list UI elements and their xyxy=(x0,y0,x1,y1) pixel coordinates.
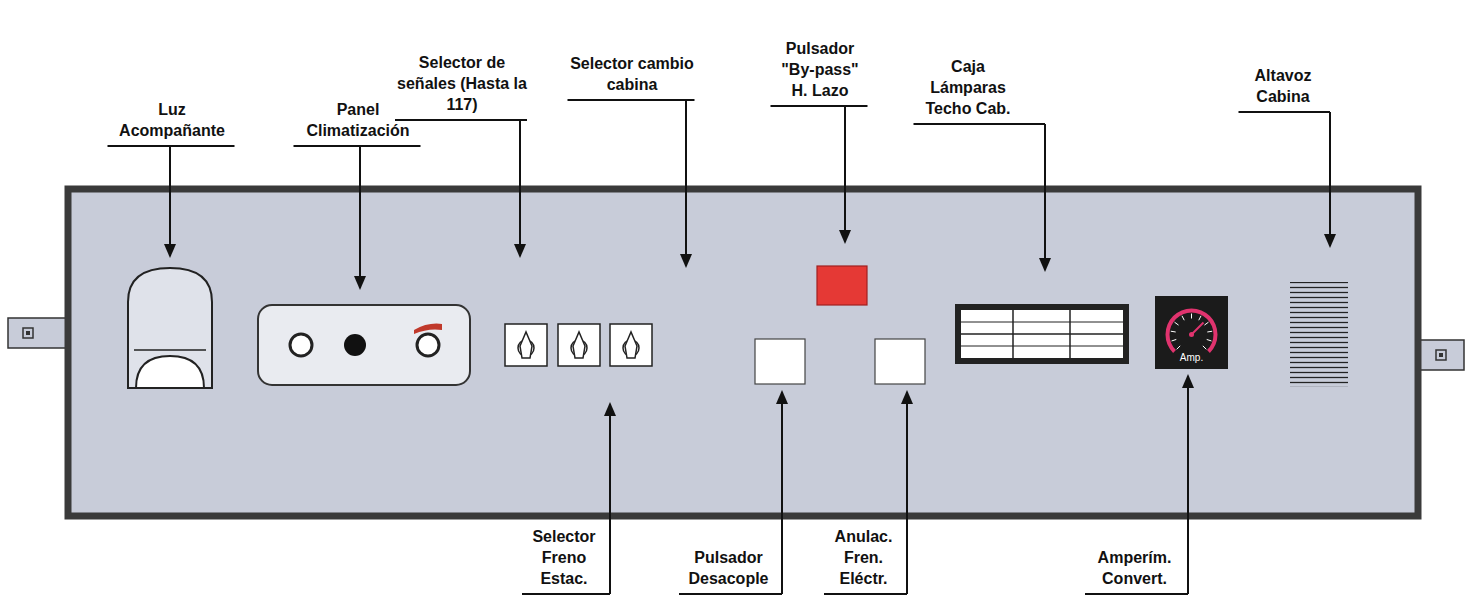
callout-label: Selector cambio cabina xyxy=(570,53,695,95)
arrowhead xyxy=(164,244,176,258)
dome-light xyxy=(128,268,212,388)
leader-line xyxy=(679,390,788,594)
leader-line xyxy=(294,146,421,290)
leader-line xyxy=(1085,374,1194,594)
arrowhead xyxy=(1039,258,1051,272)
leader-line xyxy=(824,390,913,594)
callout-label: Altavoz Cabina xyxy=(1241,65,1326,107)
arrowhead xyxy=(1182,374,1194,388)
callout-label: Anulac. Fren. Eléctr. xyxy=(826,526,901,589)
arrowhead xyxy=(604,402,616,416)
climate-panel xyxy=(258,305,470,385)
callout-label: Pulsador Desacople xyxy=(681,547,776,589)
ammeter-gauge: Amp. xyxy=(1155,296,1228,369)
arrowhead xyxy=(776,390,788,404)
callout-label: Panel Climatización xyxy=(296,99,421,141)
leader-line xyxy=(108,146,235,258)
arrowhead xyxy=(354,276,366,290)
panel-plate xyxy=(68,189,1418,516)
arrowhead xyxy=(839,230,851,244)
leader-line xyxy=(568,100,695,268)
push-button xyxy=(755,339,805,384)
rotary-selector xyxy=(610,324,652,366)
rotary-selector xyxy=(558,324,600,366)
leader-line xyxy=(771,106,868,244)
callout-label: Caja Lámparas Techo Cab. xyxy=(916,56,1021,119)
callout-label: Selector Freno Estac. xyxy=(524,526,604,589)
arrowhead xyxy=(680,254,692,268)
gauge-unit: Amp. xyxy=(1155,352,1228,363)
callout-label: Pulsador "By-pass" H. Lazo xyxy=(773,38,868,101)
leader-line xyxy=(914,124,1052,272)
callout-label: Amperím. Convert. xyxy=(1087,547,1182,589)
arrowhead xyxy=(514,244,526,258)
rotary-selector xyxy=(505,324,547,366)
push-button xyxy=(875,339,925,384)
leader-line xyxy=(1239,112,1337,248)
arrowhead xyxy=(901,390,913,404)
arrowhead xyxy=(1324,234,1336,248)
push-button-red xyxy=(817,266,867,305)
lamp-box xyxy=(958,307,1126,361)
leader-line xyxy=(522,402,616,594)
leader-line xyxy=(395,120,527,258)
callout-label: Selector de señales (Hasta la 117) xyxy=(397,52,527,115)
callout-label: Luz Acompañante xyxy=(110,99,235,141)
speaker-grille xyxy=(1290,282,1348,387)
